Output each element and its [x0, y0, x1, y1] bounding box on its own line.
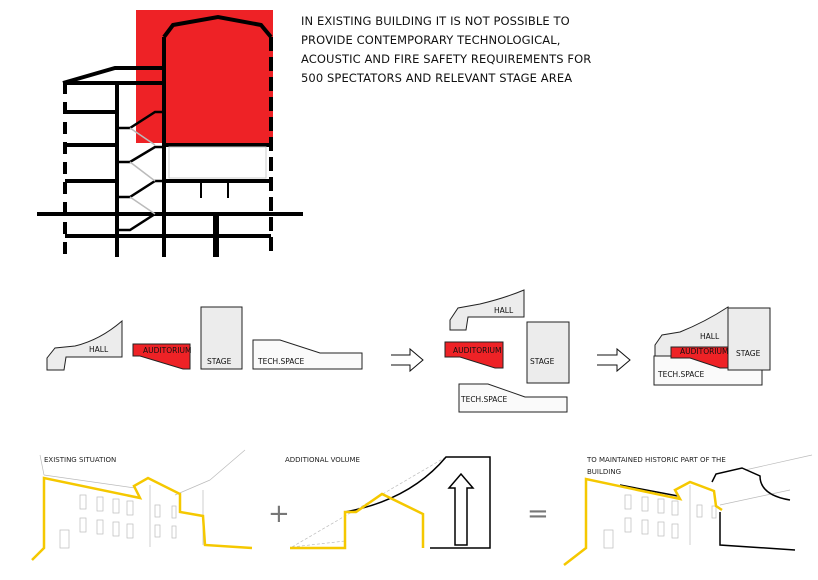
volumes-separate: [46, 306, 363, 371]
statement-line: PROVIDE CONTEMPORARY TECHNOLOGICAL,: [301, 33, 561, 47]
additional-sketch: [290, 456, 491, 550]
hall-volume: [46, 319, 123, 371]
red-volume-highlight: [136, 10, 273, 143]
auditorium-label: AUDITORIUM: [453, 346, 501, 355]
existing-situation-caption: EXISTING SITUATION: [44, 456, 116, 464]
statement-text: IN EXISTING BUILDING IT IS NOT POSSIBLE …: [301, 12, 591, 88]
equals-sign: =: [527, 499, 549, 529]
auditorium-volume: [444, 341, 504, 369]
existing-sketch: [31, 449, 253, 561]
statement-line: 500 SPECTATORS AND RELEVANT STAGE AREA: [301, 71, 573, 85]
stage-volume: [526, 321, 570, 384]
hall-label: HALL: [89, 345, 109, 354]
arrow-icon: [391, 347, 631, 373]
stage-label: STAGE: [530, 357, 555, 366]
tech-space-label: TECH.SPACE: [460, 395, 507, 404]
tech-space-label: TECH.SPACE: [257, 357, 304, 366]
stage-label: STAGE: [736, 349, 761, 358]
volumes-assembled: [653, 306, 771, 386]
stage-volume: [727, 307, 771, 371]
tech-space-label: TECH.SPACE: [657, 370, 704, 379]
hall-label: HALL: [700, 332, 720, 341]
stage-volume: [200, 306, 243, 370]
result-caption-line1: TO MAINTAINED HISTORIC PART OF THE: [586, 456, 726, 464]
arrow-up-icon: [447, 472, 475, 546]
plus-sign: +: [268, 499, 290, 529]
volumes-rearranged: [444, 289, 570, 413]
result-sketch: [563, 454, 813, 566]
hall-volume: [449, 289, 525, 331]
hall-label: HALL: [494, 306, 514, 315]
tech-space-volume: [458, 383, 568, 413]
auditorium-volume: [132, 343, 191, 370]
additional-volume-caption: ADDITIONAL VOLUME: [285, 456, 360, 464]
hall-roof: [162, 14, 273, 39]
building-section: [37, 10, 303, 257]
stage-label: STAGE: [207, 357, 232, 366]
tech-space-volume: [252, 339, 363, 370]
auditorium-label: AUDITORIUM: [143, 346, 191, 355]
side-roof: [62, 66, 164, 85]
auditorium-label: AUDITORIUM: [680, 347, 728, 356]
result-caption-line2: BUILDING: [587, 468, 621, 476]
statement-line: IN EXISTING BUILDING IT IS NOT POSSIBLE …: [301, 14, 570, 28]
statement-line: ACOUSTIC AND FIRE SAFETY REQUIREMENTS FO…: [301, 52, 592, 66]
